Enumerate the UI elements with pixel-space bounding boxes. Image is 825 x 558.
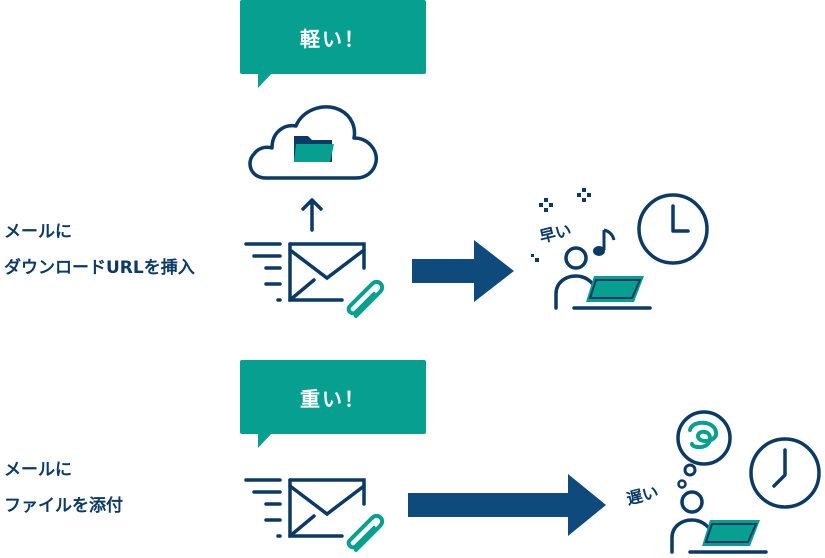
person-laptop-icon bbox=[670, 490, 768, 554]
top-label-line2: ダウンロードURLを挿入 bbox=[4, 258, 195, 278]
bottom-label-line2: ファイルを添付 bbox=[4, 496, 123, 516]
cloud-icon bbox=[248, 105, 378, 180]
arrow-right-icon bbox=[412, 240, 514, 302]
thought-bubble-icon bbox=[676, 410, 732, 489]
paperclip-icon bbox=[346, 279, 385, 318]
clock-icon bbox=[749, 437, 821, 509]
mail-icon bbox=[244, 478, 366, 538]
bottom-row-label: メールに ファイルを添付 bbox=[4, 452, 123, 524]
bottom-label-line1: メールに bbox=[4, 460, 72, 480]
mail-icon bbox=[244, 242, 366, 302]
heavy-speech-bubble: 重い！ bbox=[240, 360, 426, 448]
person-laptop-icon bbox=[554, 246, 652, 310]
music-note-icon bbox=[593, 228, 616, 256]
top-label-line1: メールに bbox=[4, 222, 72, 242]
upload-arrow-icon bbox=[301, 198, 323, 232]
light-speech-bubble: 軽い！ bbox=[240, 0, 426, 88]
paperclip-icon bbox=[346, 513, 385, 552]
arrow-right-icon bbox=[408, 474, 606, 536]
folder-icon bbox=[294, 136, 334, 162]
clock-icon bbox=[637, 193, 709, 265]
sparkle-icon bbox=[531, 188, 591, 262]
top-row-label: メールに ダウンロードURLを挿入 bbox=[4, 214, 195, 286]
slow-label: 遅い bbox=[624, 482, 661, 509]
